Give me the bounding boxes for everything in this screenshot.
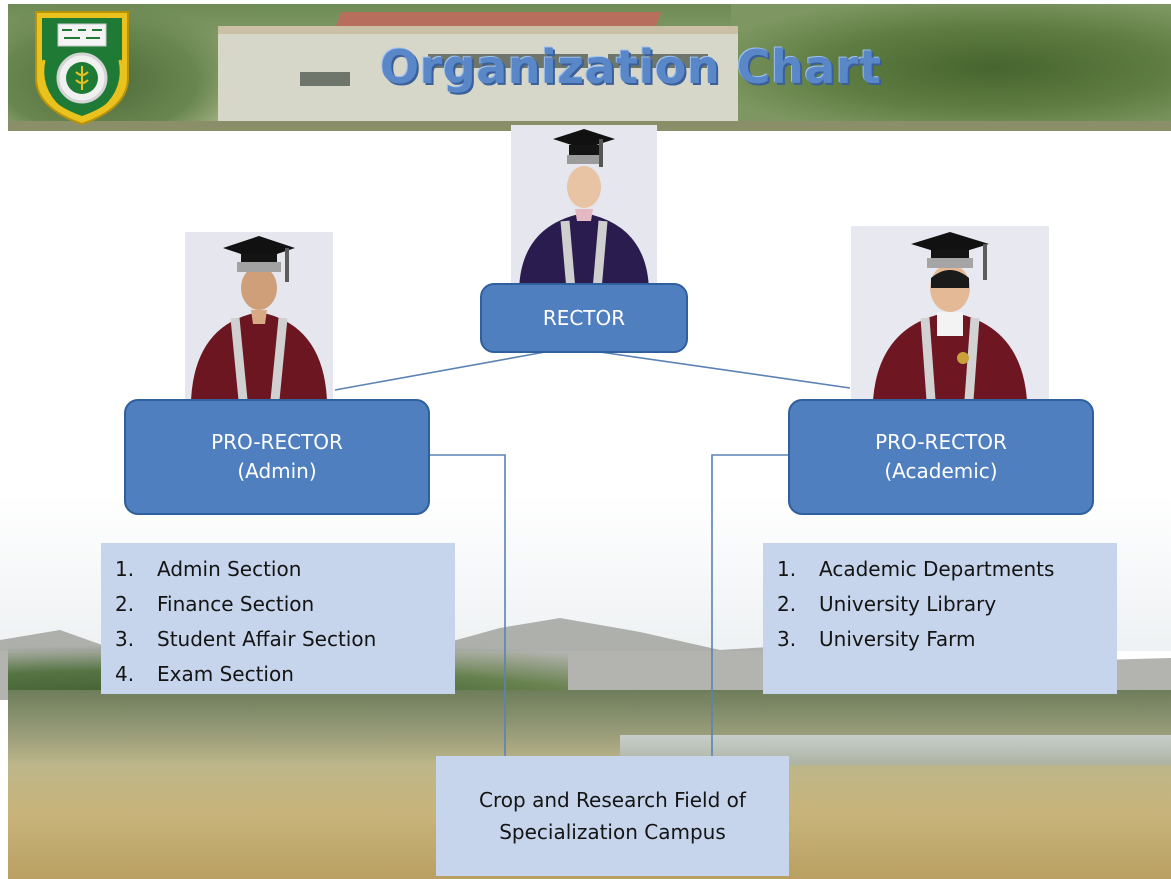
list-item: 2. University Library [777, 591, 997, 616]
academic-sections-list: 1. Academic Departments 2. University Li… [763, 543, 1117, 694]
page-title: Organization Chart [380, 40, 882, 94]
rector-box: RECTOR [480, 283, 688, 353]
pro-rector-admin-box: PRO-RECTOR (Admin) [124, 399, 430, 515]
list-item: 3. University Farm [777, 626, 976, 651]
campus-line-1: Crop and Research Field of [479, 788, 746, 812]
list-item: 1. Admin Section [115, 556, 302, 581]
list-item: 4. Exam Section [115, 661, 294, 686]
connector-academic-campus [711, 454, 788, 758]
list-item: 3. Student Affair Section [115, 626, 377, 651]
pro-rector-academic-title: PRO-RECTOR [875, 430, 1007, 454]
pro-rector-academic-portrait [851, 226, 1049, 400]
pro-rector-academic-box: PRO-RECTOR (Academic) [788, 399, 1094, 515]
pro-rector-admin-portrait [185, 232, 333, 400]
pro-rector-admin-title: PRO-RECTOR [211, 430, 343, 454]
pro-rector-admin-subtitle: (Admin) [237, 459, 317, 483]
admin-sections-list: 1. Admin Section 2. Finance Section 3. S… [101, 543, 455, 694]
university-logo-icon [35, 11, 129, 126]
pro-rector-academic-subtitle: (Academic) [884, 459, 998, 483]
connector-rector-admin [334, 351, 546, 391]
campus-box: Crop and Research Field of Specializatio… [436, 756, 789, 876]
list-item: 2. Finance Section [115, 591, 315, 616]
rector-label: RECTOR [542, 305, 626, 330]
campus-line-2: Specialization Campus [499, 820, 726, 844]
connector-rector-academic [599, 351, 851, 389]
rector-portrait [511, 125, 657, 290]
list-item: 1. Academic Departments [777, 556, 1055, 581]
connector-admin-campus [430, 454, 506, 758]
